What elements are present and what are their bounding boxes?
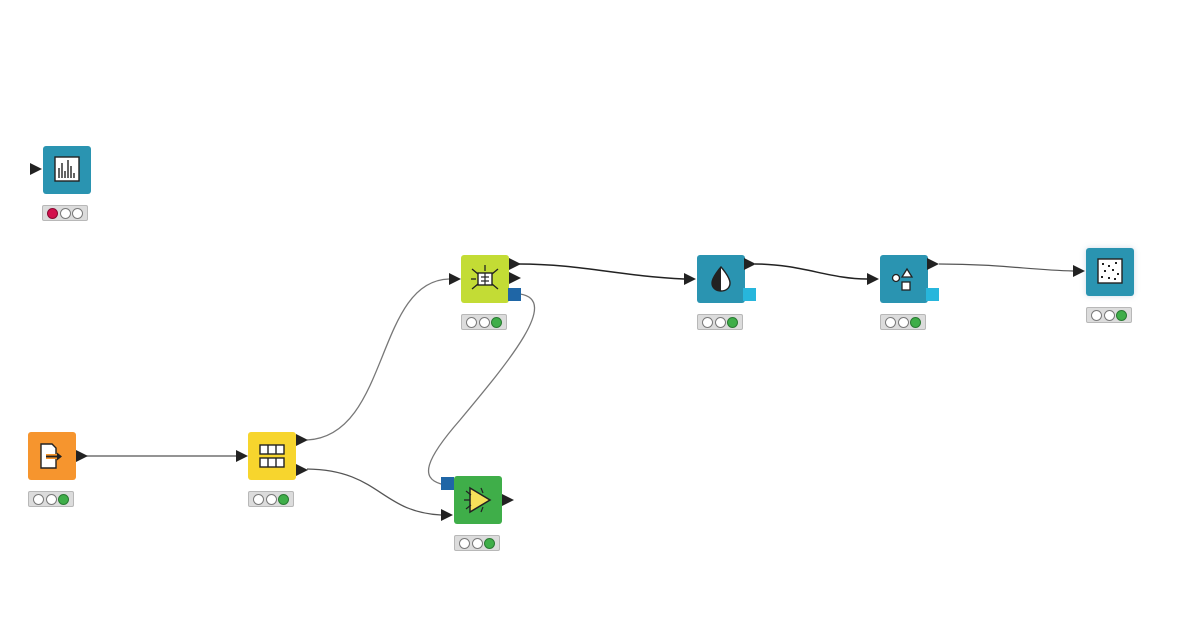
status-light [484,537,496,549]
input-port[interactable] [236,450,248,462]
input-port[interactable] [1073,265,1085,277]
learner-icon [471,265,499,290]
connection-partitioning-to-predictor[interactable] [306,468,442,516]
status-light [478,316,490,328]
connection-color-manager-to-shape-manager[interactable] [754,263,868,280]
learner-node[interactable] [461,255,509,303]
model-input-port[interactable] [441,477,454,490]
color-model-output-port[interactable] [743,288,756,301]
status-light [910,316,922,328]
file-reader-icon [40,443,62,469]
node-status [42,205,88,221]
status-light [46,207,58,219]
status-light [32,493,44,505]
status-light [465,316,477,328]
color-manager-icon [711,265,731,292]
predictor-icon [464,486,492,514]
connection-partitioning-to-learner[interactable] [306,278,450,441]
input-port[interactable] [30,163,42,175]
connection-learner-to-color-manager[interactable] [518,263,685,280]
output-port[interactable] [509,258,521,270]
partitioning-node[interactable] [248,432,296,480]
status-light [714,316,726,328]
shape-model-output-port[interactable] [926,288,939,301]
bar-chart-icon [54,156,80,182]
status-light [1116,309,1128,321]
partitioning-icon [259,444,285,468]
status-light [701,316,713,328]
node-status [1086,307,1132,323]
node-status [28,491,74,507]
output-port[interactable] [502,494,514,506]
status-light [471,537,483,549]
output-port-secondary[interactable] [509,272,521,284]
input-port[interactable] [441,509,453,521]
input-port[interactable] [867,273,879,285]
connection-learner-model-to-predictor[interactable] [427,293,536,485]
node-status [248,491,294,507]
status-light [491,316,503,328]
status-light [278,493,290,505]
color-manager-node[interactable] [697,255,745,303]
status-light [252,493,264,505]
node-status [461,314,507,330]
output-port[interactable] [76,450,88,462]
scatter-plot-icon [1097,258,1123,284]
output-port[interactable] [744,258,756,270]
output-port[interactable] [927,258,939,270]
status-light [58,493,70,505]
input-port[interactable] [684,273,696,285]
predictor-node[interactable] [454,476,502,524]
bar-chart-node[interactable] [43,146,91,194]
file-reader-node[interactable] [28,432,76,480]
scatter-plot-node[interactable] [1086,248,1134,296]
status-light [884,316,896,328]
output-port-second-partition[interactable] [296,464,308,476]
status-light [59,207,71,219]
input-port[interactable] [449,273,461,285]
status-light [458,537,470,549]
node-status [697,314,743,330]
status-light [265,493,277,505]
connection-shape-manager-to-scatter-plot[interactable] [938,263,1074,272]
shape-manager-icon [891,267,914,291]
status-light [1103,309,1115,321]
node-status [454,535,500,551]
status-light [1090,309,1102,321]
node-status [880,314,926,330]
status-light [727,316,739,328]
output-port-first-partition[interactable] [296,434,308,446]
status-light [45,493,57,505]
shape-manager-node[interactable] [880,255,928,303]
status-light [897,316,909,328]
model-output-port[interactable] [508,288,521,301]
status-light [72,207,84,219]
